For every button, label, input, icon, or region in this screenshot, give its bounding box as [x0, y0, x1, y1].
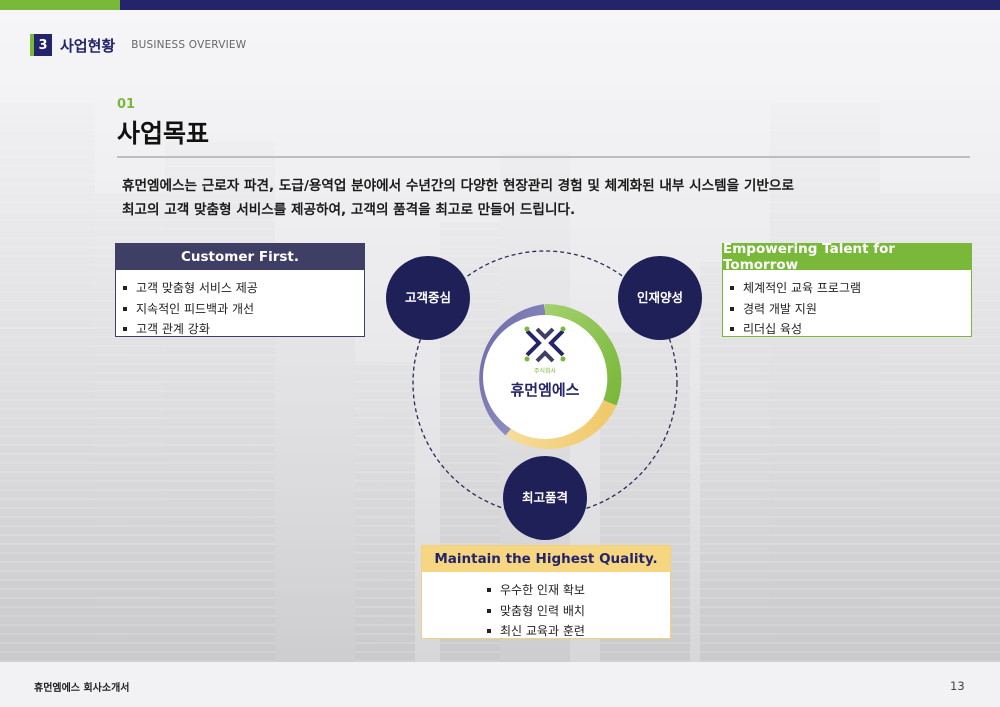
quality-box: Maintain the Highest Quality. 우수한 인재 확보 … [421, 545, 671, 639]
node-right-label: 인재양성 [637, 290, 683, 305]
list-item: 지속적인 피드백과 개선 [116, 299, 364, 320]
list-item: 최신 교육과 훈련 [480, 621, 670, 642]
footer-document-name: 휴먼엠에스 회사소개서 [34, 683, 130, 694]
list-item: 고객 맞춤형 서비스 제공 [116, 278, 364, 299]
arc-gold [506, 399, 617, 449]
logo-name-text: 휴먼엠에스 [510, 381, 579, 399]
section-subtitle: BUSINESS OVERVIEW [131, 39, 247, 51]
list-item: 고객 관계 강화 [116, 319, 364, 340]
top-accent-green [0, 0, 120, 10]
top-accent-bar [0, 0, 1000, 10]
list-item: 경력 개발 지원 [723, 299, 971, 320]
customer-first-box: Customer First. 고객 맞춤형 서비스 제공 지속적인 피드백과 … [115, 243, 365, 337]
title-divider [117, 156, 970, 158]
intro-line-2: 최고의 고객 맞춤형 서비스를 제공하여, 고객의 품격을 최고로 만들어 드립… [122, 202, 576, 218]
quality-title: Maintain the Highest Quality. [422, 546, 670, 572]
node-left-label: 고객중심 [405, 290, 451, 305]
intro-line-1: 휴먼엠에스는 근로자 파견, 도급/용역업 분야에서 수년간의 다양한 현장관리… [122, 178, 794, 194]
footer-page-number: 13 [950, 679, 965, 693]
talent-box: Empowering Talent for Tomorrow 체계적인 교육 프… [722, 241, 972, 340]
subsection-number: 01 [117, 97, 136, 112]
logo-small-text: 주식회사 [534, 367, 557, 375]
talent-list: 체계적인 교육 프로그램 경력 개발 지원 리더십 육성 [723, 270, 971, 340]
list-item: 리더십 육성 [723, 319, 971, 340]
footer-bar [0, 662, 1000, 707]
talent-title: Empowering Talent for Tomorrow [723, 241, 971, 273]
arc-green [544, 303, 622, 406]
logo-circle [483, 315, 607, 439]
list-item: 우수한 인재 확보 [480, 580, 670, 601]
quality-list: 우수한 인재 확보 맞춤형 인력 배치 최신 교육과 훈련 [422, 572, 670, 642]
node-right-circle [618, 256, 702, 340]
section-header: 3 사업현황 BUSINESS OVERVIEW [30, 33, 246, 57]
node-left-circle [386, 256, 470, 340]
company-logo-icon [524, 326, 566, 363]
node-bottom-circle [503, 456, 587, 540]
section-number-badge: 3 [30, 34, 52, 56]
list-item: 체계적인 교육 프로그램 [723, 278, 971, 299]
intro-paragraph: 휴먼엠에스는 근로자 파견, 도급/용역업 분야에서 수년간의 다양한 현장관리… [122, 174, 922, 222]
list-item: 맞춤형 인력 배치 [480, 601, 670, 622]
goals-diagram: 주식회사 휴먼엠에스 고객중심 인재양성 최고품격 [386, 250, 702, 540]
dashed-orbit [412, 250, 678, 516]
section-title: 사업현황 [60, 36, 116, 55]
customer-first-title: Customer First. [116, 244, 364, 270]
customer-first-list: 고객 맞춤형 서비스 제공 지속적인 피드백과 개선 고객 관계 강화 [116, 270, 364, 340]
node-bottom-label: 최고품격 [522, 490, 568, 505]
page-title: 사업목표 [117, 119, 210, 148]
